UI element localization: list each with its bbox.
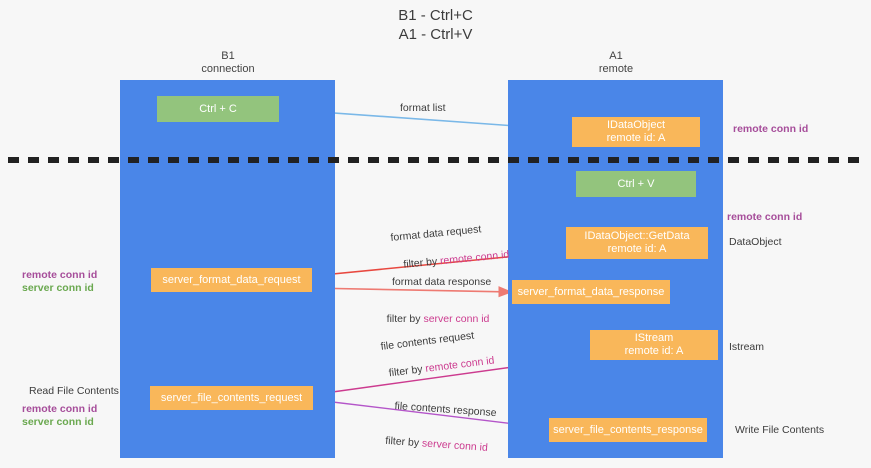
idataobject-box[interactable]: IDataObject remote id: A [572,117,700,147]
filter-key-remote-conn-id: remote conn id [439,248,510,268]
label-format-list: format list [400,102,446,114]
page-title: B1 - Ctrl+C A1 - Ctrl+V [398,7,473,43]
column-header-a1: A1 remote [598,50,634,75]
annotation-left-server-conn-id: server conn id [22,282,94,294]
column-header-b1: B1 connection [201,50,255,75]
annotation-dataobject: DataObject [729,236,782,248]
label-format-data-response-filter: filter by server conn id [375,300,490,339]
filter-prefix: filter by [388,363,427,380]
label-format-data-response: format data response [392,276,492,288]
server-format-data-response-box[interactable]: server_format_data_response [512,280,670,304]
filter-key-server-conn-id: server conn id [423,313,490,325]
server-format-data-request-box[interactable]: server_format_data_request [151,268,312,292]
filter-prefix: filter by [402,255,441,271]
filter-prefix: filter by [386,313,424,325]
annotation-istream: Istream [729,341,765,353]
arrow-format-data-response [309,286,513,298]
filter-prefix: filter by [384,434,423,450]
annotation-remote-conn-id-top: remote conn id [733,123,809,135]
ctrl-v-box[interactable]: Ctrl + V [576,171,696,197]
server-file-contents-request-box[interactable]: server_file_contents_request [150,386,313,410]
annotation-left-remote-conn-id-2: remote conn id [22,403,98,415]
server-file-contents-response-box[interactable]: server_file_contents_response [549,418,707,442]
annotation-left-server-conn-id-2: server conn id [22,416,94,428]
getdata-box[interactable]: IDataObject::GetData remote id: A [566,227,708,259]
annotation-read-file-contents: Read File Contents [29,385,119,397]
filter-key-remote-conn-id: remote conn id [424,354,496,375]
annotation-left-remote-conn-id: remote conn id [22,269,98,281]
annotation-remote-conn-id-mid: remote conn id [727,211,803,223]
istream-box[interactable]: IStream remote id: A [590,330,718,360]
ctrl-c-box[interactable]: Ctrl + C [157,96,279,122]
label-file-contents-response-filter: filter by server conn id [372,421,489,468]
annotation-write-file-contents: Write File Contents [735,424,825,436]
filter-key-server-conn-id: server conn id [421,437,489,454]
